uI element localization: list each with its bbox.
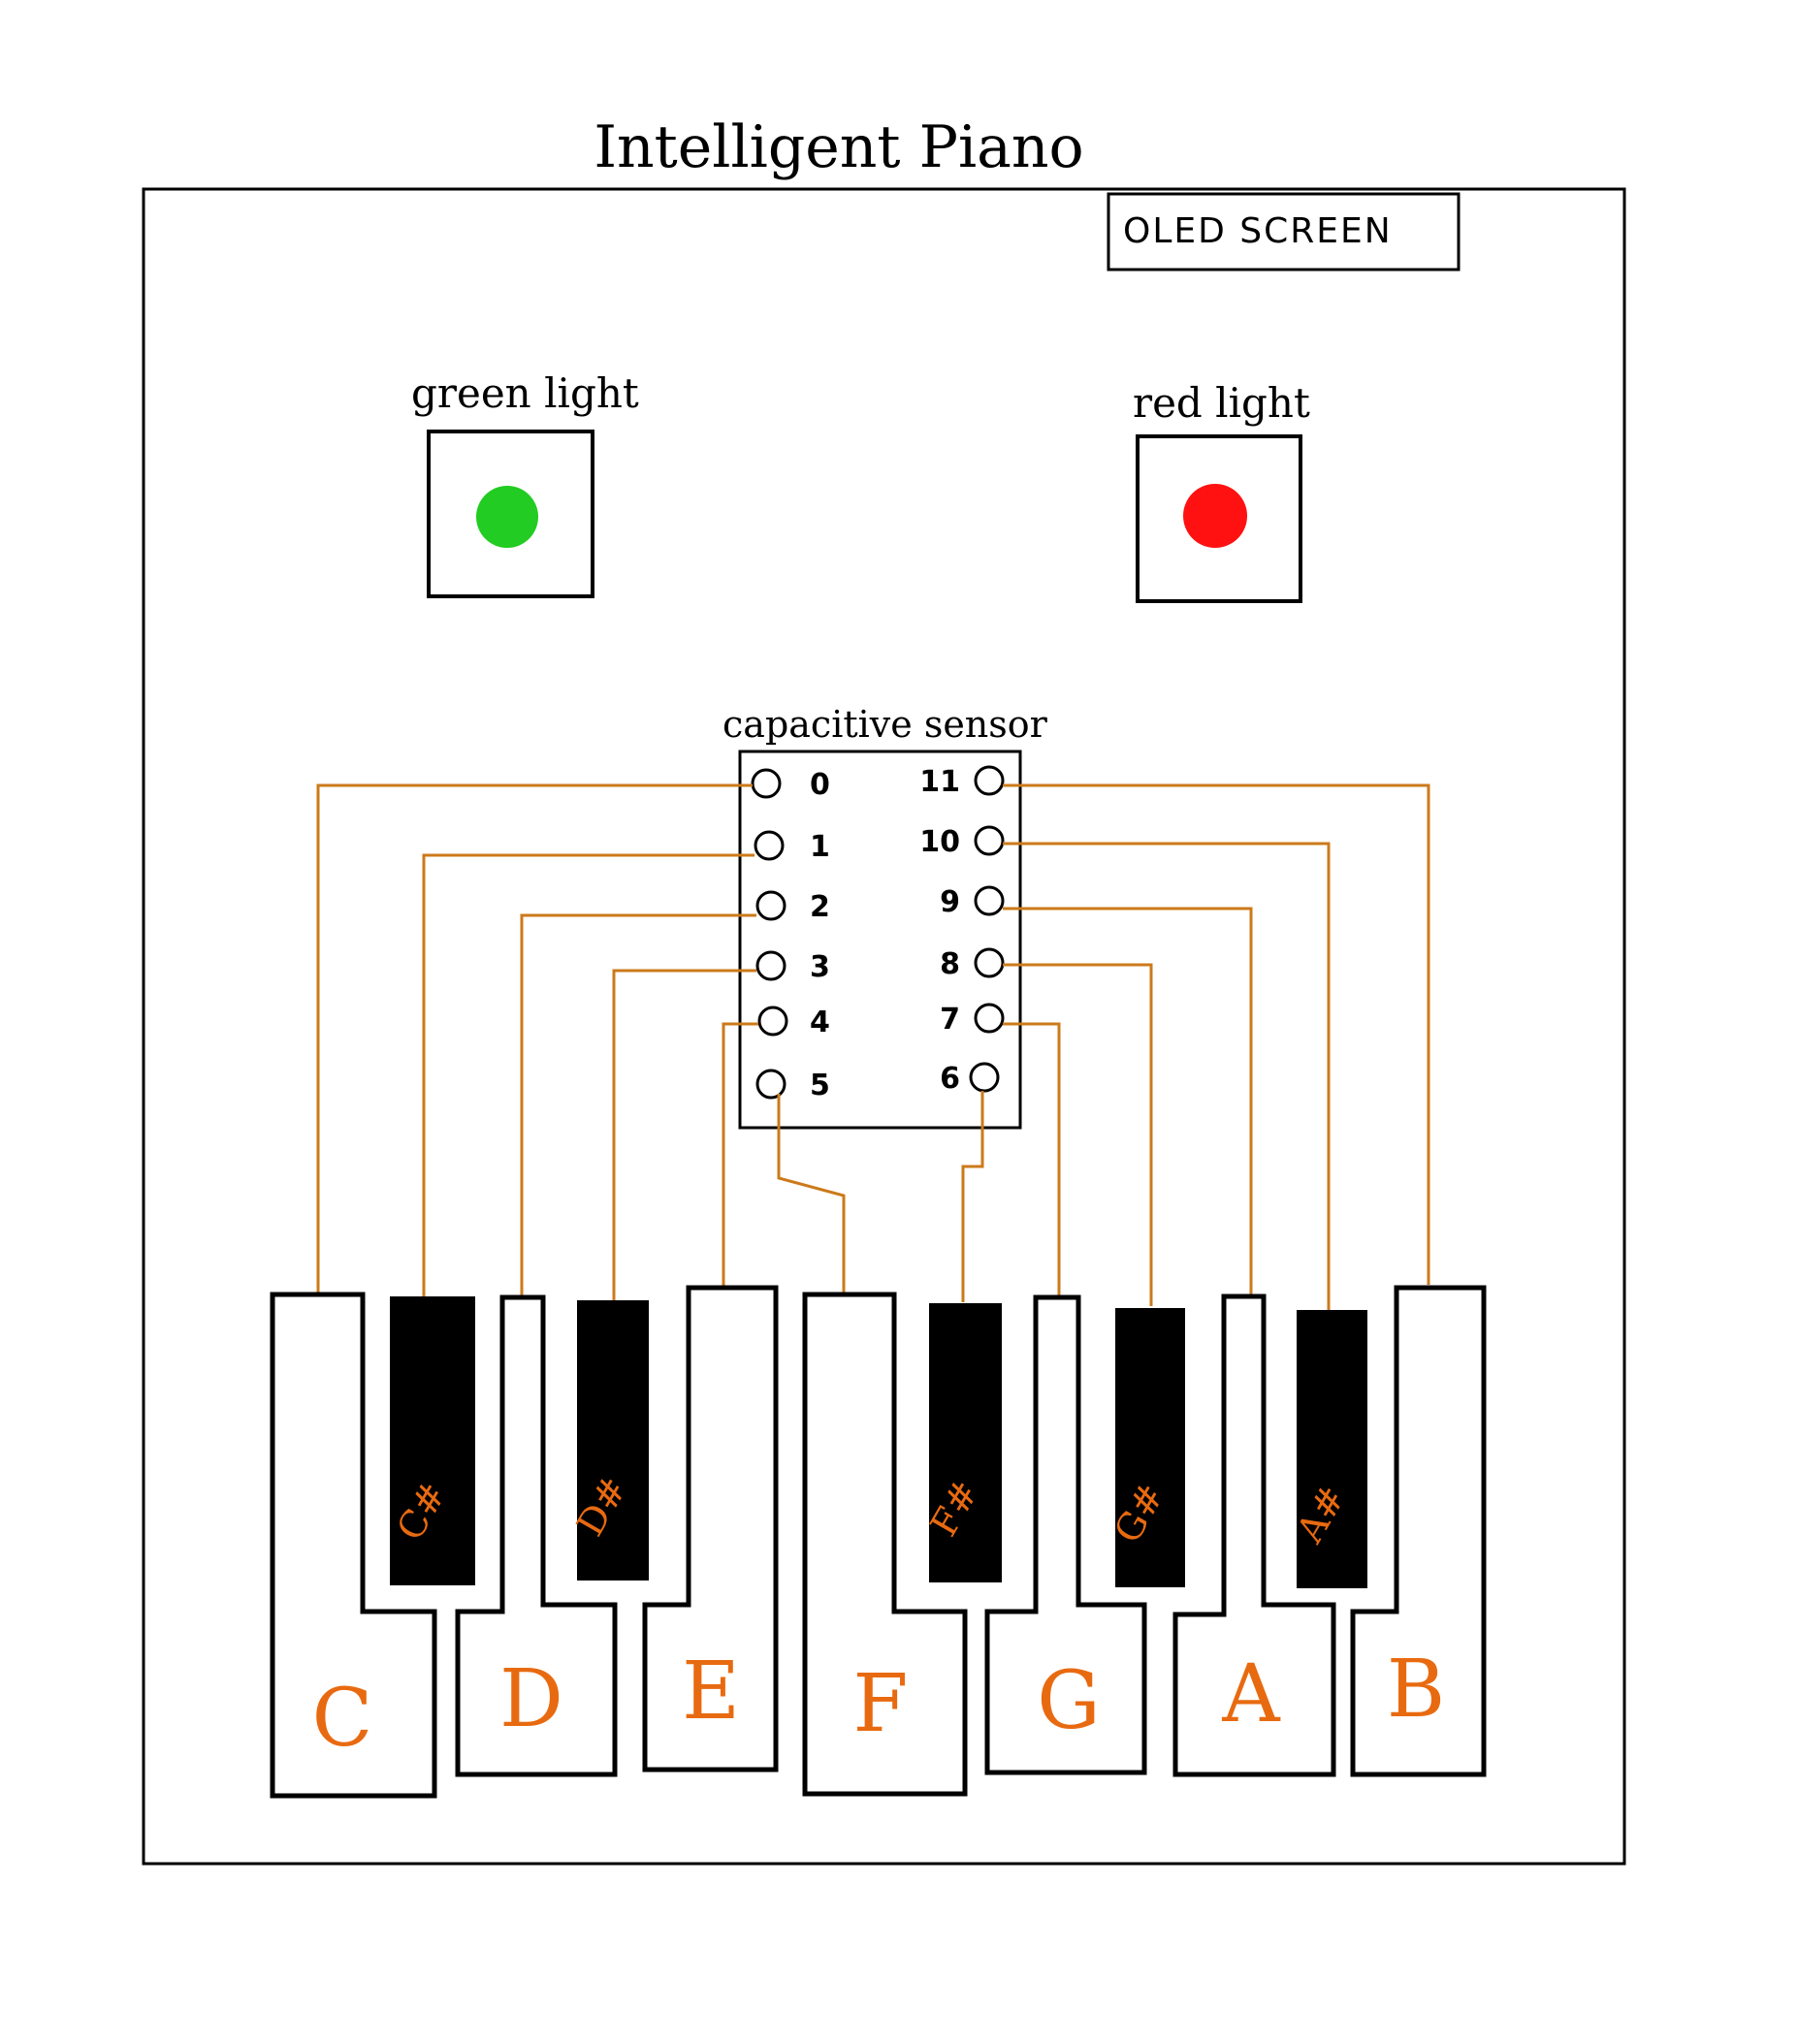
sensor-pin-label-4: 4 bbox=[810, 1006, 830, 1039]
white-key-label-f: F bbox=[853, 1658, 909, 1750]
white-key-label-e: E bbox=[682, 1645, 740, 1738]
sensor-pin-11 bbox=[974, 765, 1005, 796]
white-key-f[interactable] bbox=[802, 1292, 968, 1797]
capacitive-sensor: capacitive sensor 0 1 2 3 4 5 11 10 9 8 7 6 bbox=[722, 703, 1048, 1130]
black-key-d-sharp[interactable] bbox=[577, 1300, 649, 1581]
sensor-pin-6 bbox=[969, 1062, 1000, 1093]
wire-pin-10 bbox=[1003, 842, 1331, 1317]
sensor-pin-4 bbox=[757, 1006, 788, 1037]
oled-screen-label: OLED SCREEN bbox=[1123, 211, 1393, 251]
wire-pin-2 bbox=[520, 913, 756, 1299]
black-key-g-sharp[interactable] bbox=[1115, 1308, 1185, 1587]
white-key-b[interactable] bbox=[1350, 1285, 1487, 1777]
wire-pin-3 bbox=[612, 969, 756, 1302]
red-light: red light bbox=[1133, 379, 1310, 603]
black-key-c-sharp[interactable] bbox=[390, 1296, 475, 1585]
white-key-a[interactable] bbox=[1172, 1293, 1336, 1777]
red-light-indicator bbox=[1183, 484, 1247, 548]
sensor-pin-5 bbox=[755, 1069, 787, 1100]
sensor-pin-7 bbox=[974, 1003, 1005, 1034]
white-key-c[interactable] bbox=[270, 1292, 437, 1799]
green-light-indicator bbox=[476, 486, 538, 548]
wire-pin-8 bbox=[1003, 963, 1153, 1306]
sensor-pin-label-2: 2 bbox=[810, 890, 830, 924]
black-keys: C#D#F#G#A# bbox=[388, 1296, 1367, 1588]
sensor-pin-label-11: 11 bbox=[919, 765, 960, 799]
red-light-label: red light bbox=[1133, 379, 1310, 427]
green-light-box bbox=[427, 430, 594, 598]
black-key-f-sharp[interactable] bbox=[929, 1303, 1002, 1582]
sensor-pin-label-1: 1 bbox=[810, 830, 830, 864]
wire-pin-6 bbox=[961, 1091, 984, 1302]
sensor-pin-label-0: 0 bbox=[810, 768, 830, 802]
wire-pin-9 bbox=[1003, 907, 1253, 1296]
wire-pin-4 bbox=[722, 1022, 758, 1293]
white-key-label-a: A bbox=[1221, 1648, 1281, 1741]
oled-screen-box bbox=[1107, 192, 1461, 271]
sensor-pin-3 bbox=[755, 950, 787, 981]
sensor-pin-label-10: 10 bbox=[919, 825, 960, 859]
wire-pin-7 bbox=[1003, 1022, 1061, 1299]
wires bbox=[316, 783, 1430, 1317]
sensor-pin-8 bbox=[974, 947, 1005, 978]
sensor-pin-10 bbox=[974, 825, 1005, 856]
black-key-a-sharp[interactable] bbox=[1297, 1310, 1367, 1588]
oled-screen: OLED SCREEN bbox=[1107, 192, 1461, 271]
wire-pin-0 bbox=[316, 783, 753, 1293]
sensor-pin-1 bbox=[754, 830, 785, 861]
sensor-pin-label-5: 5 bbox=[810, 1069, 830, 1102]
wire-pin-11 bbox=[1003, 783, 1430, 1285]
sensor-pin-label-7: 7 bbox=[940, 1003, 960, 1037]
diagram-title: Intelligent Piano bbox=[594, 113, 1083, 181]
green-light-label: green light bbox=[411, 369, 639, 417]
sensor-pin-label-3: 3 bbox=[810, 950, 830, 984]
white-key-label-b: B bbox=[1387, 1644, 1445, 1736]
white-key-label-c: C bbox=[312, 1673, 373, 1765]
red-light-box bbox=[1136, 434, 1302, 603]
sensor-pin-label-6: 6 bbox=[940, 1062, 960, 1096]
white-key-g[interactable] bbox=[984, 1294, 1147, 1775]
green-light: green light bbox=[411, 369, 639, 598]
sensor-pin-label-9: 9 bbox=[940, 885, 960, 919]
sensor-pin-2 bbox=[755, 890, 787, 921]
capacitive-sensor-label: capacitive sensor bbox=[722, 703, 1048, 746]
wire-pin-5 bbox=[777, 1094, 846, 1294]
capacitive-sensor-body bbox=[738, 750, 1022, 1130]
wire-pin-1 bbox=[422, 853, 755, 1297]
board-outline bbox=[142, 187, 1626, 1866]
white-key-label-d: D bbox=[499, 1653, 563, 1745]
white-key-label-g: G bbox=[1037, 1655, 1101, 1747]
sensor-pin-9 bbox=[974, 885, 1005, 916]
white-key-e[interactable] bbox=[642, 1285, 779, 1773]
sensor-pin-label-8: 8 bbox=[940, 947, 960, 981]
sensor-pin-0 bbox=[751, 768, 782, 799]
white-key-d[interactable] bbox=[455, 1294, 618, 1777]
